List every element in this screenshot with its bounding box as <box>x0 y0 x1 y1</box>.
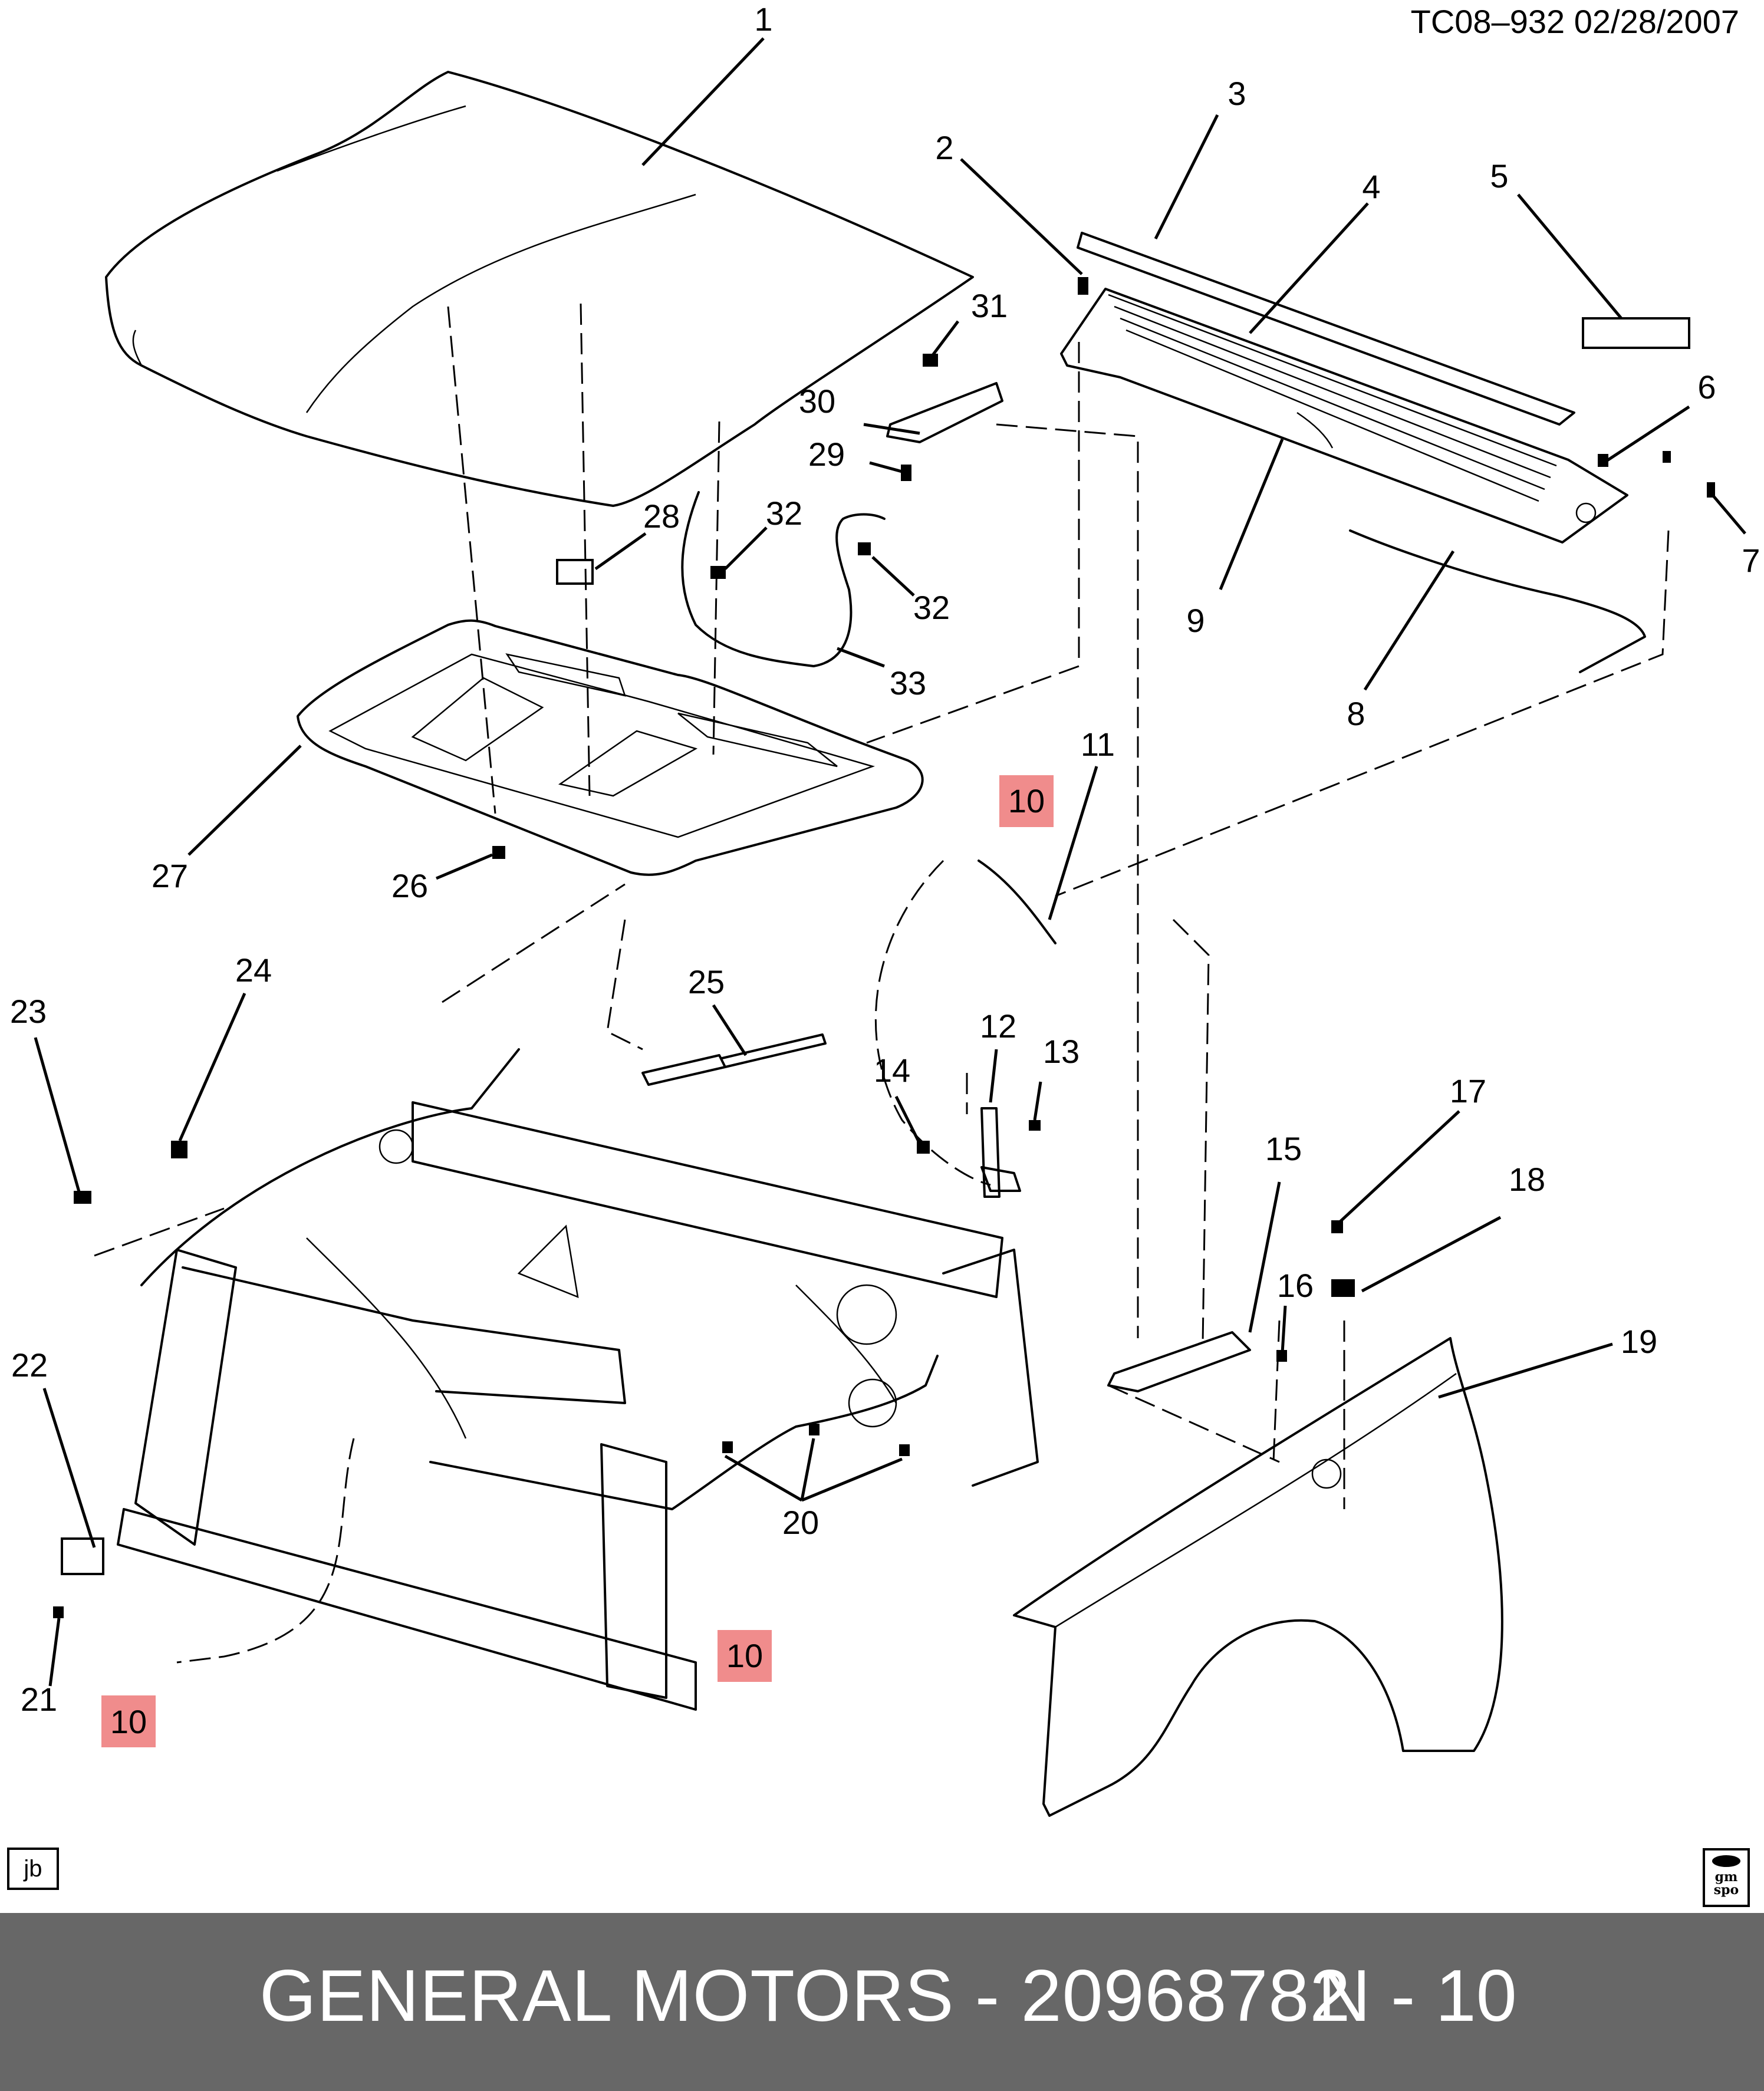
callout-18: 18 <box>1509 1161 1545 1198</box>
callout-28: 28 <box>643 498 680 535</box>
callout-labels: 1 2 3 4 5 6 7 8 9 10 11 12 13 14 15 16 1… <box>10 1 1760 1740</box>
callout-25: 25 <box>688 963 725 1000</box>
highlight-10-bottom <box>101 1695 156 1747</box>
callout-21: 21 <box>21 1681 57 1718</box>
callout-2: 2 <box>935 129 953 166</box>
callout-23: 23 <box>10 993 47 1030</box>
callout-8: 8 <box>1347 695 1365 732</box>
washer-hose <box>1349 529 1646 673</box>
callout-6: 6 <box>1697 368 1716 406</box>
callout-5: 5 <box>1490 157 1508 195</box>
callout-14: 14 <box>874 1052 910 1089</box>
hood-insulator-pad <box>297 619 924 876</box>
callout-1: 1 <box>754 1 772 38</box>
callout-4: 4 <box>1362 168 1380 205</box>
callout-10-bottom: 10 <box>110 1703 147 1740</box>
front-fender <box>1013 1337 1503 1817</box>
callout-26: 26 <box>391 867 428 904</box>
cowl-vent-panel <box>1060 232 1628 544</box>
callout-30: 30 <box>799 383 835 420</box>
callout-11: 11 <box>1081 726 1115 763</box>
hood-release-cable <box>429 1355 939 1510</box>
footer-brand-part: GENERAL MOTORS - 20968782 <box>259 1955 1351 2037</box>
body-front-structure <box>117 1048 1039 1711</box>
hood-release-cable-path <box>874 860 991 1186</box>
hood-hinge-lower <box>1107 1331 1251 1392</box>
callout-24: 24 <box>235 951 272 989</box>
callout-32b: 32 <box>913 589 950 626</box>
callout-12: 12 <box>980 1007 1016 1045</box>
callout-32a: 32 <box>766 495 802 532</box>
callout-22: 22 <box>11 1346 48 1384</box>
assembly-guide-lines <box>94 303 1670 1509</box>
callout-15: 15 <box>1265 1130 1302 1167</box>
highlight-10-top <box>999 775 1054 827</box>
hood-hinge-upper <box>886 382 1003 443</box>
hood-lift-strut <box>641 1033 827 1086</box>
callout-9: 9 <box>1186 602 1204 639</box>
callout-19: 19 <box>1621 1323 1657 1360</box>
callout-16: 16 <box>1277 1267 1314 1304</box>
fasteners <box>53 277 1715 1618</box>
corner-label: jb <box>7 1848 59 1890</box>
hood-support-cable <box>681 491 886 667</box>
callout-33: 33 <box>890 664 926 702</box>
hood-latch <box>980 1107 1001 1198</box>
callout-13: 13 <box>1043 1033 1080 1070</box>
callout-7: 7 <box>1742 542 1760 579</box>
callout-31: 31 <box>971 287 1008 324</box>
callout-20: 20 <box>782 1504 819 1541</box>
footer-page: N - 10 <box>1318 1955 1517 2037</box>
callout-10-middle: 10 <box>726 1637 763 1674</box>
document-id: TC08–932 02/28/2007 <box>1410 3 1739 40</box>
callout-29: 29 <box>808 436 845 473</box>
callout-27: 27 <box>152 857 188 894</box>
callout-leaders <box>34 37 1746 1687</box>
highlight-10-middle <box>718 1630 772 1682</box>
callout-10-top: 10 <box>1008 782 1045 819</box>
footer-bar: GENERAL MOTORS - 20968782 N - 10 <box>0 1913 1764 2091</box>
hood-panel <box>105 71 974 507</box>
callout-3: 3 <box>1227 75 1246 112</box>
callout-17: 17 <box>1450 1072 1486 1109</box>
